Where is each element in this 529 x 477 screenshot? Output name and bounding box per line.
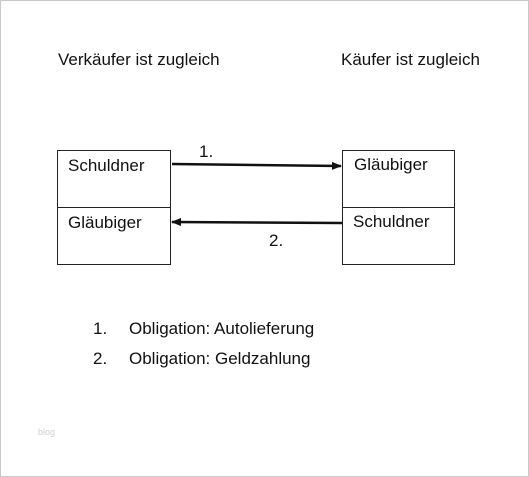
arrow-label-second: 2.: [269, 231, 284, 250]
buyer-box: Gläubiger Schuldner: [342, 150, 455, 265]
seller-box-bottom-label: Gläubiger: [68, 213, 142, 232]
arrow-label-first: 1.: [199, 142, 214, 161]
heading-seller: Verkäufer ist zugleich: [58, 50, 220, 69]
list-item: 1. Obligation: Autolieferung: [93, 318, 314, 348]
list-item-text: Obligation: Autolieferung: [129, 319, 315, 338]
list-item-number: 2.: [93, 349, 108, 368]
arrow-delivery: [171, 161, 342, 170]
heading-buyer: Käufer ist zugleich: [341, 50, 480, 69]
buyer-box-bottom-label: Schuldner: [353, 212, 430, 231]
obligation-list: 1. Obligation: Autolieferung 2. Obligation…: [93, 318, 314, 378]
buyer-box-divider: [343, 207, 454, 208]
seller-box-divider: [58, 207, 170, 208]
list-item: 2. Obligation: Geldzahlung: [93, 348, 314, 378]
watermark: blog: [38, 427, 56, 437]
arrow-payment: [171, 218, 343, 227]
seller-box: Schuldner Gläubiger: [57, 150, 171, 265]
seller-box-top-label: Schuldner: [68, 156, 145, 175]
buyer-box-top-label: Gläubiger: [354, 155, 428, 174]
list-item-number: 1.: [93, 319, 108, 338]
list-item-text: Obligation: Geldzahlung: [129, 349, 311, 368]
